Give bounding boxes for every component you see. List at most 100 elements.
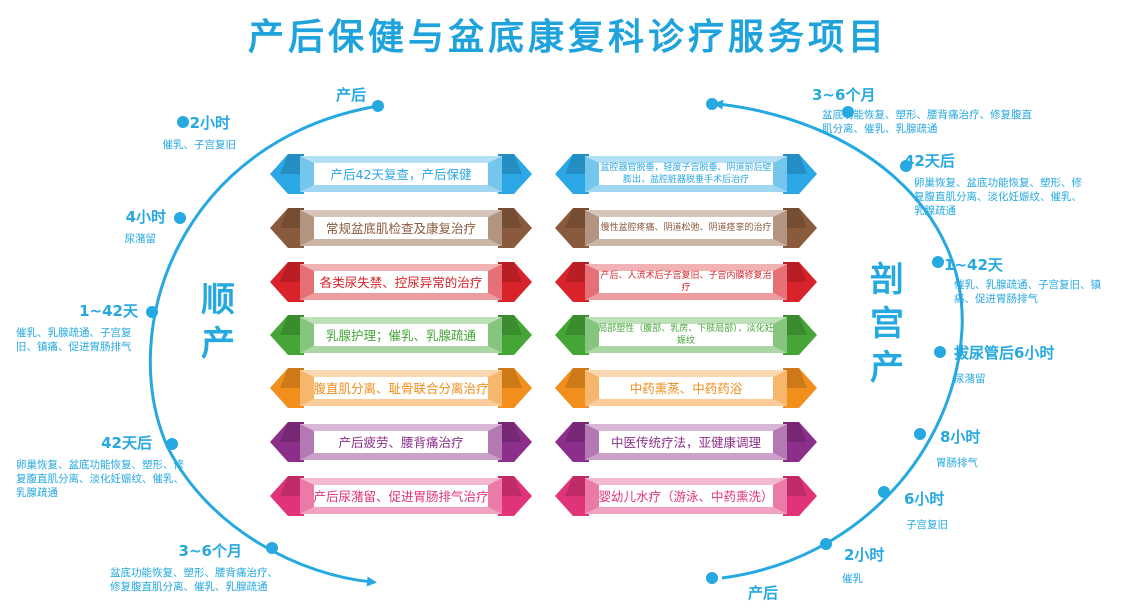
service-banner: 各类尿失禁、控尿异常的治疗 [270, 260, 532, 304]
right-node-title: 3~6个月 [812, 86, 876, 104]
ribbon-segment [300, 156, 502, 163]
ribbon-segment [565, 208, 589, 228]
ribbon-segment [585, 346, 787, 353]
right-timeline-arc [713, 99, 964, 580]
ribbon-segment [599, 431, 773, 453]
service-banner: 婴幼儿水疗（游泳、中药熏洗） [555, 474, 817, 518]
service-banner: 产后42天复查，产后保健 [270, 152, 532, 196]
service-banner: 乳腺护理；催乳、乳腺疏通 [270, 313, 532, 357]
ribbon-segment [783, 315, 807, 335]
timeline-dot [706, 98, 718, 110]
left-node-desc: 卵巢恢复、盆底功能恢复、塑形、修复腹直肌分离、淡化妊娠纹、催乳、乳腺疏通 [16, 459, 184, 499]
ribbon-segment [498, 262, 522, 282]
ribbon-segment [585, 293, 787, 300]
service-label: 产后42天复查，产后保健 [330, 166, 472, 182]
right-node-title: 拔尿管后6小时 [954, 344, 1055, 362]
timeline-dot [146, 306, 158, 318]
label-cesarean: 剖宫产 [870, 260, 904, 388]
ribbon-segment [498, 476, 522, 496]
left-node-title: 42天后 [101, 434, 152, 452]
ribbon-segment [314, 324, 488, 346]
ribbon-segment [280, 262, 304, 282]
ribbon-segment [314, 217, 488, 239]
page-title: 产后保健与盆底康复科诊疗服务项目 [247, 17, 888, 58]
right-node-desc: 催乳、乳腺疏通、子宫复旧、镇痛、促进胃肠排气 [954, 279, 1101, 305]
right-node-title: 6小时 [904, 490, 945, 508]
ribbon-segment [585, 156, 599, 192]
timeline-dot [878, 486, 890, 498]
left-node-desc: 盆底功能恢复、塑形、腰背痛治疗、修复腹直肌分离、催乳、乳腺疏通 [110, 567, 278, 593]
ribbon-segment [488, 424, 502, 460]
ribbon-segment [599, 163, 773, 185]
timeline-dot [820, 538, 832, 550]
ribbon-segment [585, 156, 787, 163]
left-node-desc: 催乳、乳腺疏通、子宫复旧、镇痛、促进胃肠排气 [16, 327, 132, 353]
ribbon-segment [773, 370, 787, 406]
ribbon-segment [773, 264, 787, 300]
ribbon-segment [773, 156, 787, 192]
ribbon-segment [599, 485, 773, 507]
ribbon-segment [488, 370, 502, 406]
ribbon-segment [488, 317, 502, 353]
service-banner: 产后疲劳、腰背痛治疗 [270, 420, 532, 464]
ribbon-shape [270, 368, 532, 408]
ribbon-segment [300, 478, 314, 514]
ribbon-segment [783, 368, 807, 388]
ribbon-segment [783, 262, 807, 282]
ribbon-segment [498, 315, 522, 335]
ribbon-segment [599, 217, 773, 239]
ribbon-segment [773, 210, 787, 246]
service-label: 产后、人流术后子宫复旧、子宫内膜修复治疗 [600, 271, 772, 293]
timeline-dot [934, 346, 946, 358]
ribbon-segment [488, 264, 502, 300]
ribbon-segment [280, 476, 304, 496]
ribbon-segment [773, 317, 787, 353]
ribbon-segment [585, 424, 599, 460]
ribbon-segment [300, 424, 502, 431]
service-banner: 产后尿潴留、促进胃肠排气治疗 [270, 474, 532, 518]
ribbon-segment [773, 424, 787, 460]
ribbon-segment [585, 239, 787, 246]
ribbon-segment [300, 317, 314, 353]
label-natural-birth: 顺产 [201, 280, 235, 364]
right-node-desc: 卵巢恢复、盆底功能恢复、塑形、修复腹直肌分离、淡化妊娠纹、催乳、乳腺疏通 [914, 177, 1082, 217]
ribbon-segment [498, 368, 522, 388]
ribbon-segment [300, 370, 502, 377]
ribbon-segment [300, 239, 502, 246]
ribbon-segment [585, 424, 787, 431]
timeline-dot [900, 160, 912, 172]
service-label: 产后疲劳、腰背痛治疗 [338, 434, 464, 450]
ribbon-segment [314, 431, 488, 453]
ribbon-segment [280, 154, 304, 174]
ribbon-segment [565, 315, 589, 335]
timeline-dot [372, 100, 384, 112]
ribbon-segment [300, 370, 314, 406]
ribbon-segment [585, 210, 599, 246]
service-label: 慢性盆腔疼痛、阴道松弛、阴道痉挛的治疗 [600, 223, 772, 233]
ribbon-segment [300, 453, 502, 460]
service-banner: 局部塑性（腹部、乳房、下肢局部），淡化妊娠纹 [555, 313, 817, 357]
ribbon-segment [300, 210, 502, 217]
ribbon-segment [488, 210, 502, 246]
ribbon-segment [300, 264, 314, 300]
timeline-dot [842, 106, 854, 118]
ribbon-segment [585, 507, 787, 514]
ribbon-segment [280, 368, 304, 388]
ribbon-shape [555, 422, 817, 462]
ribbon-segment [585, 399, 787, 406]
timeline-dot [266, 542, 278, 554]
left-node-title: 2小时 [189, 114, 230, 132]
left-node-desc: 尿潴留 [124, 233, 157, 245]
service-label: 乳腺护理；催乳、乳腺疏通 [325, 327, 476, 343]
left-node-title: 1~42天 [79, 302, 138, 320]
right-node-desc: 盆底功能恢复、塑形、腰背痛治疗、修复腹直肌分离、催乳、乳腺疏通 [822, 109, 1032, 135]
service-label: 中医传统疗法，亚健康调理 [610, 434, 761, 450]
timeline-dot [174, 212, 186, 224]
left-node-title: 3~6个月 [178, 542, 242, 560]
left-timeline-arc [148, 104, 379, 587]
service-banner: 常规盆底肌检查及康复治疗 [270, 206, 532, 250]
ribbon-segment [314, 485, 488, 507]
right-node-title: 产后 [748, 584, 779, 602]
ribbon-shape [270, 315, 532, 355]
